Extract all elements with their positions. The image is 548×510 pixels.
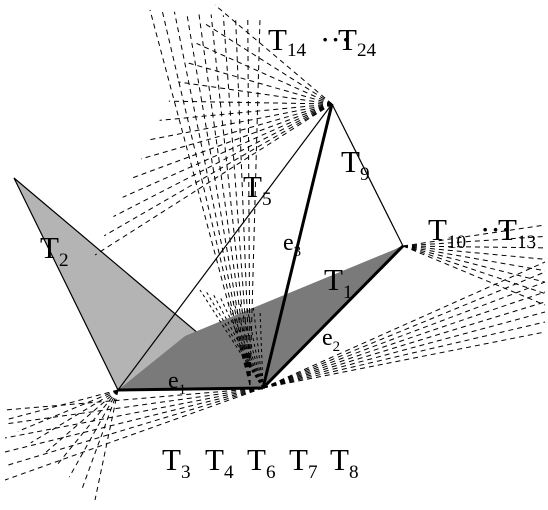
fan-top-cross-6 [222,15,251,386]
fan-top-line-2 [196,43,333,105]
fan-right-line-0 [402,224,546,247]
fan-mid-line-1 [206,291,264,389]
fan-bottom-long-0 [4,387,264,411]
fan-right-line-3 [402,245,546,260]
label-e2: e2 [322,325,340,355]
fan-top-line-8 [141,103,333,160]
fan-bottom-line-2 [30,389,119,444]
fan-mid-line-0 [199,289,264,389]
fan-right-lower-7 [262,331,546,389]
fan-mid-line-8 [252,307,264,389]
fan-bottom-long-4 [4,387,264,467]
fan-top-line-4 [178,81,333,105]
fan-top-line-1 [205,23,333,105]
dashed-fan-mid [199,289,264,389]
label-t5: T5 [243,169,272,210]
label-e1: e1 [168,368,186,398]
label-dots-top: ··· [320,22,351,57]
fan-top-cross-0 [149,9,251,386]
bold-edges [117,103,405,392]
fan-top-line-5 [168,100,333,105]
fan-right-lower-3 [262,291,546,389]
fan-top-cross-8 [247,17,251,386]
fan-bottom-line-3 [43,389,119,455]
dashed-fan-right [262,224,546,389]
edge-e1 [117,386,264,392]
fan-right-line-6 [402,245,546,295]
label-t10: T10 [428,212,466,253]
fan-right-lower-4 [262,301,546,389]
fan-top-line-10 [122,103,333,198]
label-t3: T3 [162,442,191,483]
label-t9: T9 [341,144,370,185]
fan-bottom-long-5 [4,387,264,481]
edge-e3 [261,103,334,389]
fan-bottom-long-3 [4,387,264,453]
fan-bottom-long-2 [4,387,264,439]
fan-bottom-line-7 [94,389,119,501]
fan-mid-line-6 [239,303,264,389]
fan-top-cross-7 [235,16,251,386]
label-t8: T8 [330,442,359,483]
label-e3: e3 [283,230,301,260]
fan-top-line-0 [214,4,333,105]
label-t7: T7 [289,442,318,483]
fan-top-line-13 [94,103,333,256]
fan-right-lower-0 [262,261,546,389]
edge-e2 [261,244,405,390]
triangle-t1-dark-part [118,246,403,390]
fan-top-cross-2 [173,11,251,386]
fan-top-line-3 [187,62,333,105]
fan-bottom-line-4 [56,389,119,467]
fan-top-cross-1 [161,10,251,386]
fan-right-lower-6 [262,321,546,389]
dashed-fan-top [94,4,333,386]
fan-right-lower-5 [262,311,546,389]
fan-mid-line-4 [226,298,264,389]
fan-right-line-7 [402,245,546,306]
fan-bottom-line-1 [17,389,119,432]
fan-right-line-1 [402,235,546,247]
fan-right-line-5 [402,245,546,283]
label-t4: T4 [205,442,234,483]
fan-top-line-12 [103,103,333,237]
fan-top-line-11 [113,103,333,217]
fan-top-line-6 [159,103,333,121]
fan-right-lower-1 [262,271,546,389]
fan-top-cross-5 [210,14,251,386]
fan-bottom-line-5 [68,389,119,478]
fan-top-line-7 [150,103,333,141]
label-dots-right: ··· [480,212,511,247]
label-t1: T1 [324,262,353,303]
fan-mid-line-7 [246,305,264,389]
dashed-fan-bottom [4,387,264,501]
fan-mid-line-3 [219,296,264,389]
fan-mid-line-9 [259,309,264,389]
fan-right-line-4 [402,245,546,272]
fan-right-line-2 [402,245,546,249]
fan-top-cross-9 [249,17,261,386]
label-t6: T6 [247,442,276,483]
label-t2: T2 [40,230,69,271]
fan-bottom-long-1 [4,387,264,425]
label-t14: T14 [268,22,307,61]
label-t13: T13 [498,212,536,253]
label-t24: T24 [338,22,377,61]
